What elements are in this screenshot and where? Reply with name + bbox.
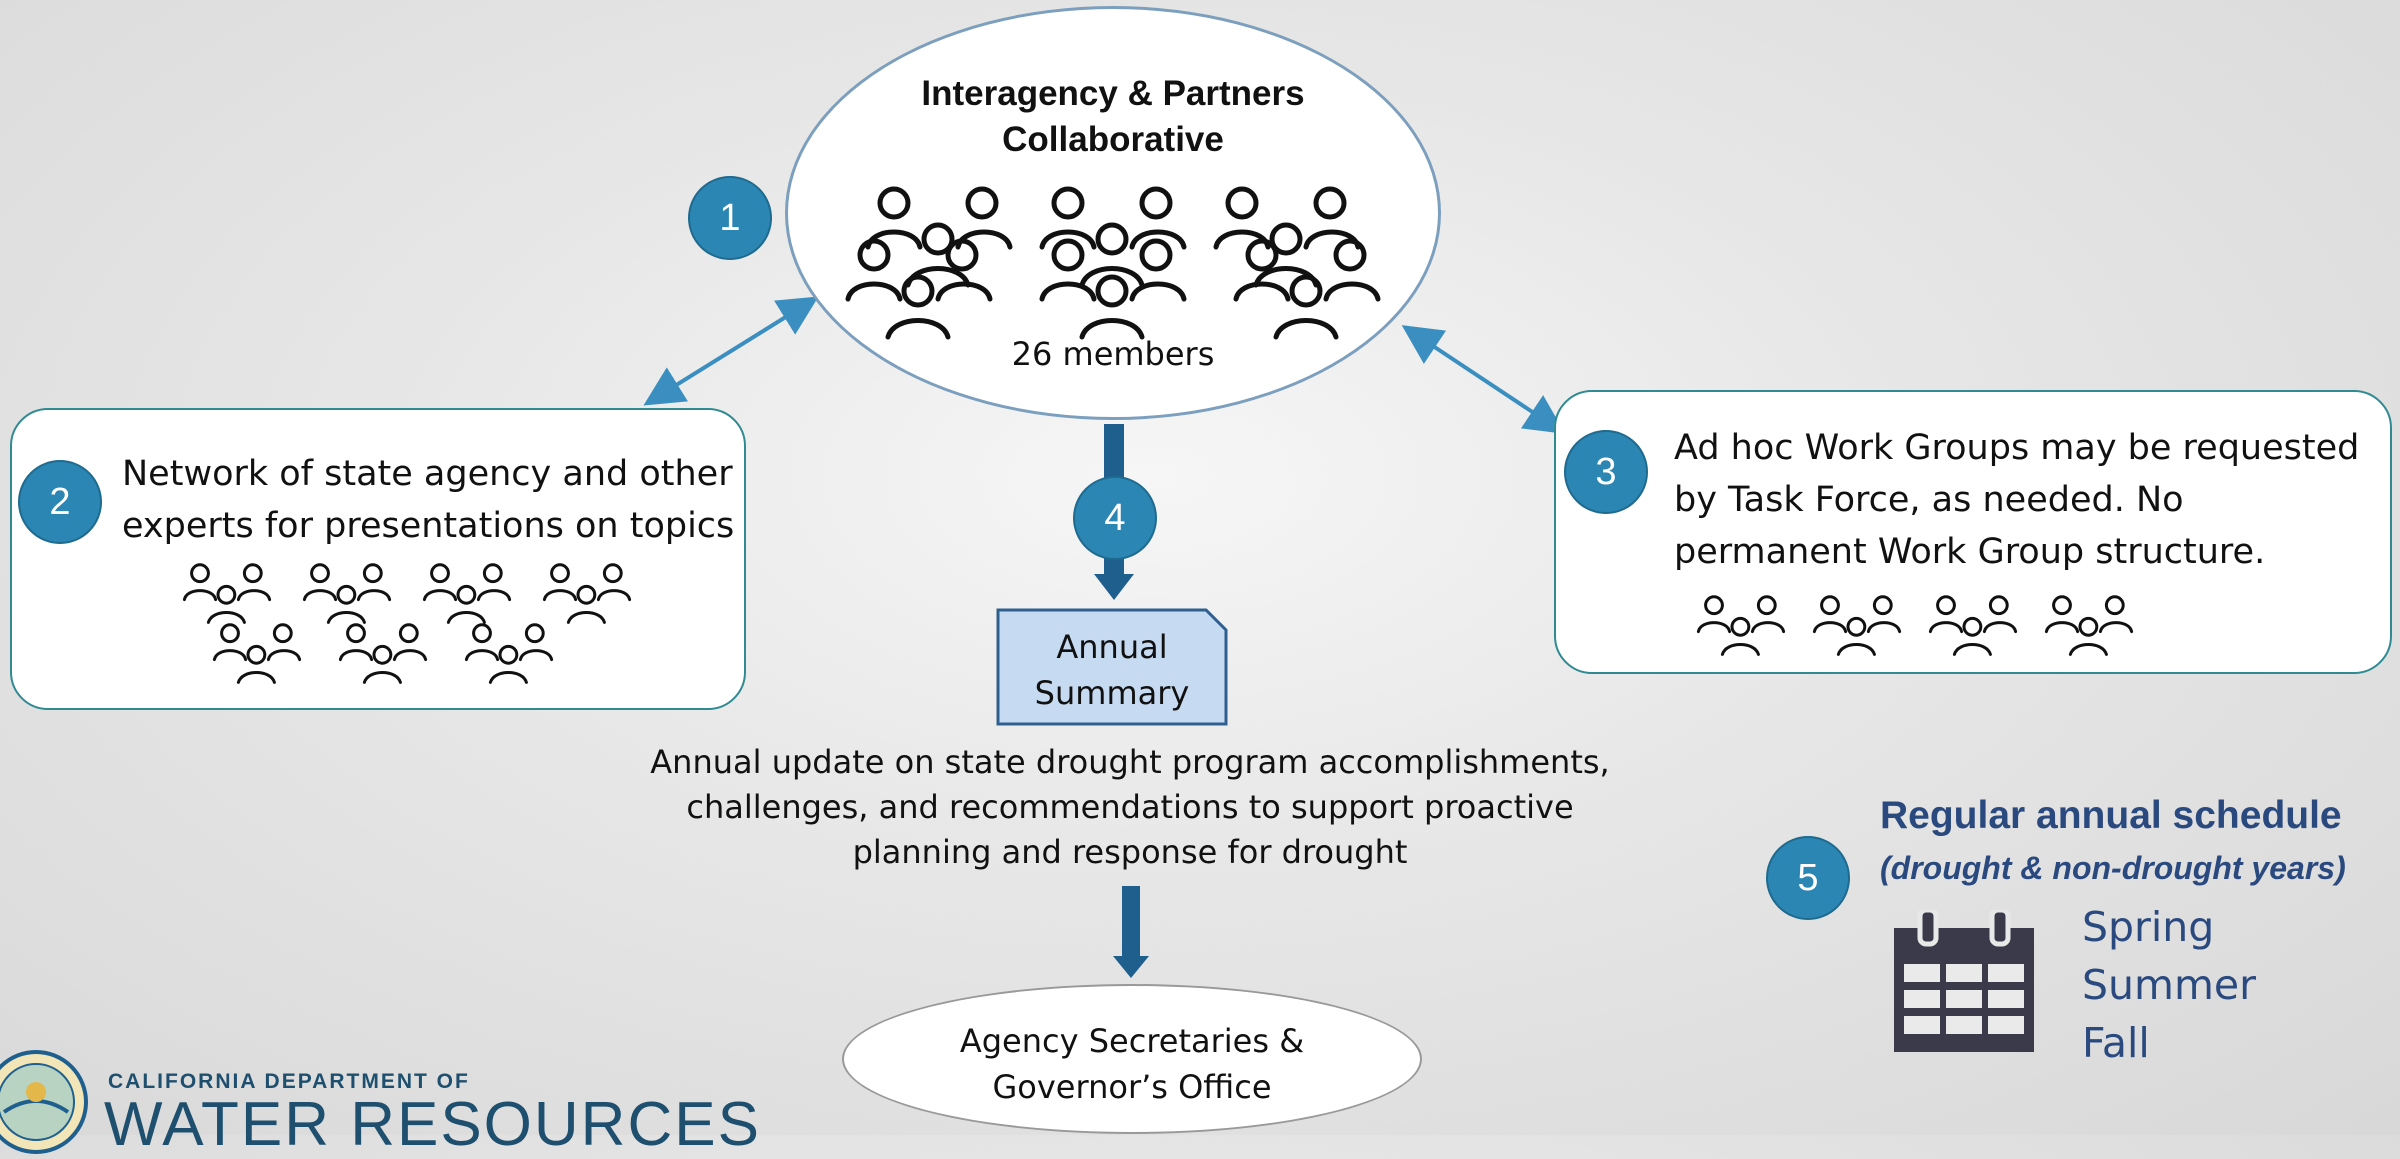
- workgroups-box: Ad hoc Work Groups may be requested by T…: [1554, 390, 2392, 674]
- workgroups-line2: by Task Force, as needed. No: [1674, 480, 2184, 520]
- summary-desc-line3: planning and response for drought: [852, 833, 1408, 871]
- network-line2: experts for presentations on topics: [122, 506, 735, 546]
- people-group-icon: [1928, 592, 2018, 664]
- dwr-seal-icon: [0, 1050, 88, 1154]
- workgroups-line1: Ad hoc Work Groups may be requested: [1674, 428, 2360, 468]
- collaborative-title-line1: Interagency & Partners: [921, 74, 1305, 113]
- link-collab-workgroups: [1401, 325, 1566, 434]
- season-summer: Summer: [2082, 961, 2256, 1009]
- people-group-icon: [1812, 592, 1902, 664]
- summary-desc-line2: challenges, and recommendations to suppo…: [686, 788, 1574, 826]
- people-group-icon: [2044, 592, 2134, 664]
- summary-desc-line1: Annual update on state drought program a…: [650, 743, 1610, 781]
- network-box: Network of state agency and other expert…: [10, 408, 746, 710]
- workgroups-line3: permanent Work Group structure.: [1674, 532, 2266, 572]
- badge-2: 2: [18, 460, 102, 544]
- badge-4: 4: [1073, 476, 1157, 560]
- badge-3: 3: [1564, 430, 1648, 514]
- season-fall: Fall: [2082, 1019, 2150, 1067]
- annual-summary-doc: [996, 608, 1228, 726]
- people-group-icon: [1232, 233, 1382, 353]
- people-group-icon: [464, 620, 554, 692]
- summary-description: Annual update on state drought program a…: [640, 740, 1620, 875]
- calendar-icon: [1894, 910, 2034, 1052]
- summary-doc-line1: Annual: [1056, 628, 1168, 666]
- people-group-icon: [542, 560, 632, 632]
- logo-line1: CALIFORNIA DEPARTMENT OF: [108, 1070, 470, 1093]
- people-group-icon: [212, 620, 302, 692]
- recipient-ellipse: Agency Secretaries & Governor’s Office: [842, 984, 1422, 1134]
- schedule-subtitle: (drought & non-drought years): [1880, 850, 2346, 886]
- people-group-icon: [1696, 592, 1786, 664]
- badge-1: 1: [688, 176, 772, 260]
- schedule-title: Regular annual schedule: [1880, 794, 2342, 837]
- recipient-line1: Agency Secretaries &: [959, 1022, 1305, 1060]
- badge-5: 5: [1766, 836, 1850, 920]
- summary-doc-line2: Summary: [1034, 674, 1190, 712]
- collaborative-title-line2: Collaborative: [1002, 120, 1224, 159]
- collaborative-ellipse: Interagency & Partners Collaborative 26 …: [785, 6, 1441, 420]
- people-group-icon: [338, 620, 428, 692]
- people-group-icon: [844, 233, 994, 353]
- recipient-line2: Governor’s Office: [992, 1068, 1272, 1106]
- network-line1: Network of state agency and other: [122, 454, 733, 494]
- season-spring: Spring: [2082, 903, 2215, 951]
- members-count: 26 members: [1011, 335, 1215, 373]
- link-collab-network: [643, 296, 819, 406]
- logo-line2: WATER RESOURCES: [104, 1090, 761, 1159]
